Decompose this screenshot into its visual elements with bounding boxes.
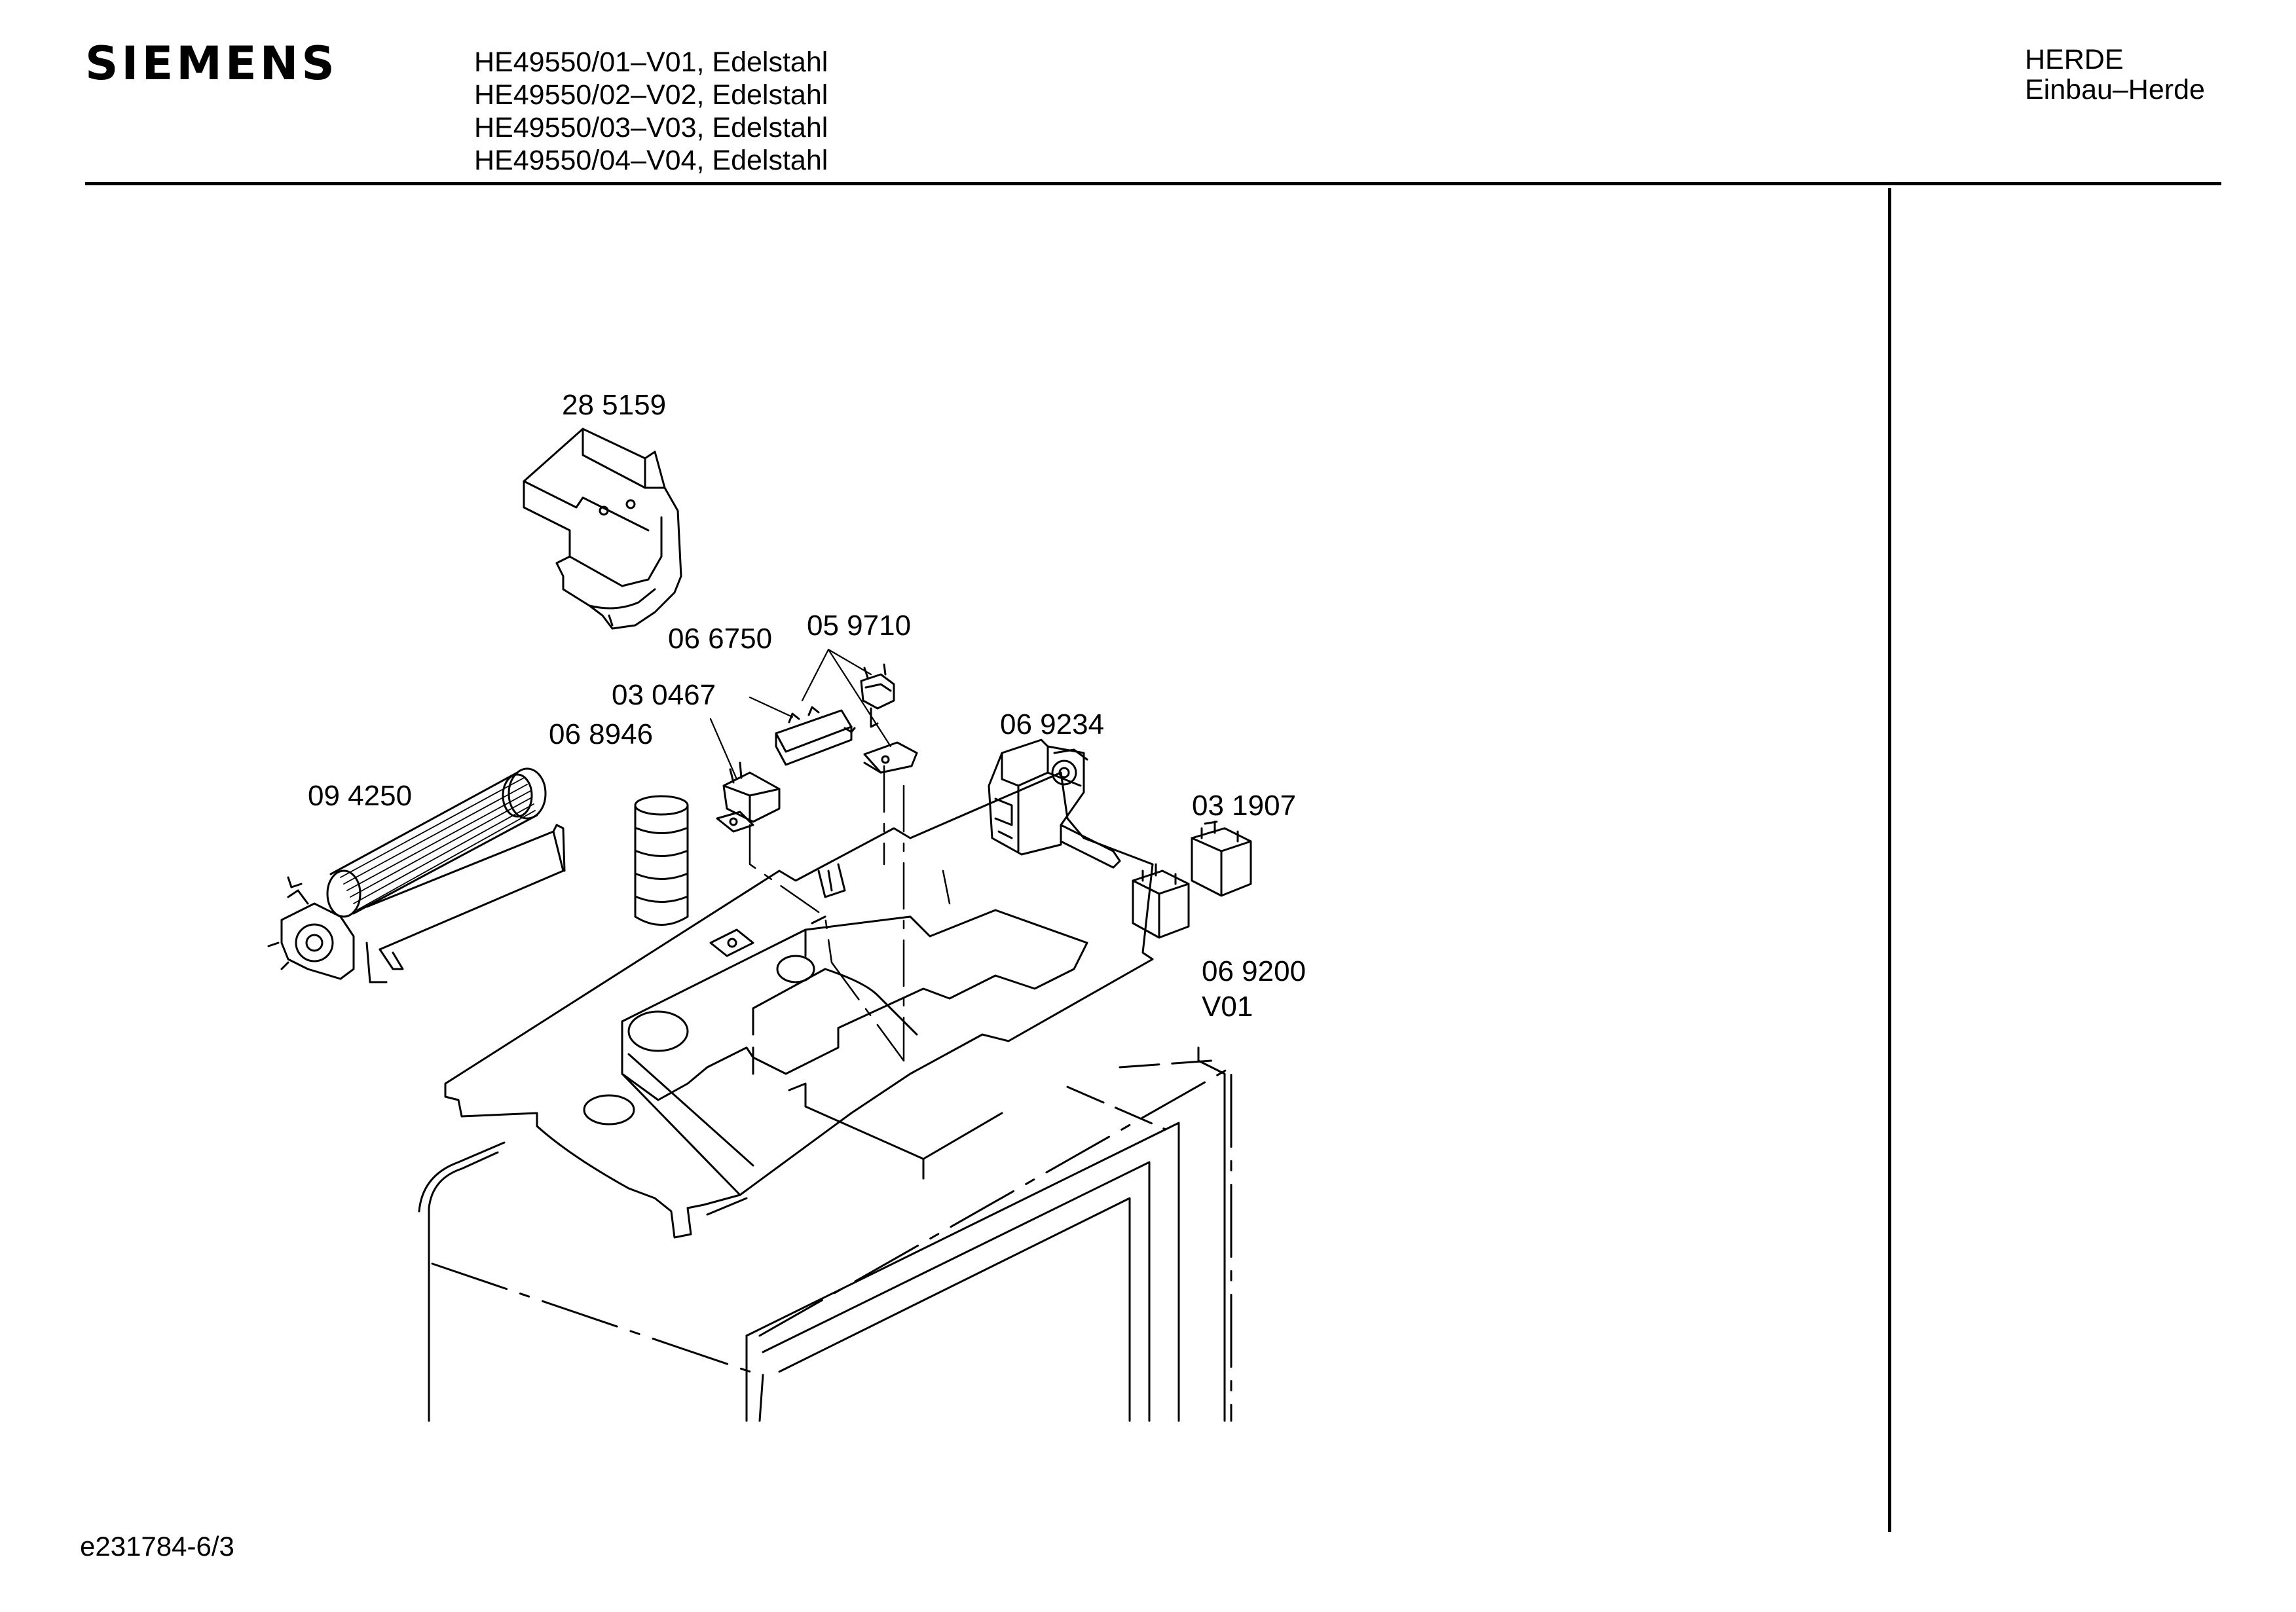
side-divider bbox=[1888, 188, 1891, 1532]
header-divider bbox=[85, 182, 2221, 185]
thermal-fuse bbox=[716, 761, 781, 833]
part-label: 06 6750 bbox=[668, 623, 772, 655]
part-label: 06 8946 bbox=[549, 718, 653, 750]
brand-logo: SIEMENS bbox=[85, 37, 338, 90]
relay-lower bbox=[1132, 863, 1190, 939]
base-plate bbox=[444, 771, 1154, 1239]
part-label: 06 9234 bbox=[1000, 708, 1104, 741]
model-line: HE49550/03–V03, Edelstahl bbox=[474, 112, 828, 143]
model-line: HE49550/01–V01, Edelstahl bbox=[474, 46, 828, 78]
model-list: HE49550/01–V01, Edelstahl HE49550/02–V02… bbox=[474, 46, 828, 177]
blower-fan bbox=[267, 767, 566, 983]
model-line: HE49550/02–V02, Edelstahl bbox=[474, 79, 828, 111]
part-label: 03 0467 bbox=[612, 679, 716, 711]
part-label-variant: V01 bbox=[1202, 991, 1253, 1023]
fan-cover bbox=[523, 428, 682, 630]
assembly-leaders bbox=[749, 765, 951, 1062]
part-label: 06 9200 bbox=[1202, 955, 1306, 987]
resistor-block bbox=[775, 706, 856, 766]
document-reference: e231784-6/3 bbox=[80, 1531, 234, 1562]
capacitor bbox=[634, 795, 689, 926]
part-label: 03 1907 bbox=[1192, 790, 1296, 822]
subcategory-title: Einbau–Herde bbox=[2025, 74, 2205, 105]
part-label: 05 9710 bbox=[807, 610, 911, 642]
category-title: HERDE bbox=[2025, 44, 2124, 75]
relay-upper bbox=[1191, 820, 1252, 897]
part-labels: 28 5159 06 6750 05 9710 03 0467 06 8946 … bbox=[308, 389, 1306, 1023]
selector-switch bbox=[988, 739, 1121, 869]
part-label: 28 5159 bbox=[562, 389, 666, 421]
model-line: HE49550/04–V04, Edelstahl bbox=[474, 145, 828, 176]
category-block: HERDE Einbau–Herde bbox=[2025, 45, 2205, 105]
oven-body bbox=[418, 1046, 1232, 1422]
thermostat-pair bbox=[860, 663, 918, 774]
label-pointers bbox=[709, 648, 892, 780]
part-label: 09 4250 bbox=[308, 780, 412, 812]
